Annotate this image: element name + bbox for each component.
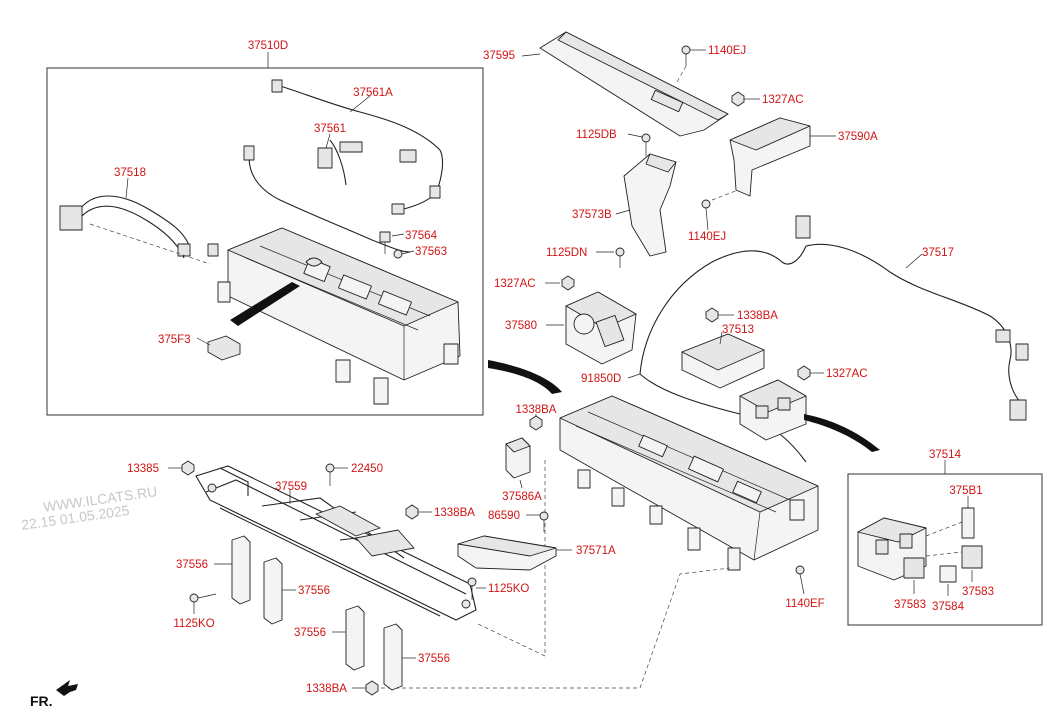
- nut-13385[interactable]: [181, 460, 195, 476]
- bolt-1125KO-right[interactable]: [467, 577, 477, 600]
- connector-37564[interactable]: [379, 231, 391, 254]
- label-22450[interactable]: 22450: [351, 463, 383, 475]
- nut-1338BA-bottom[interactable]: [365, 680, 379, 696]
- label-1140EF[interactable]: 1140EF: [785, 598, 824, 610]
- nut-1327AC-left[interactable]: [561, 275, 575, 291]
- duct-37571A[interactable]: [457, 535, 557, 571]
- label-37556-d[interactable]: 37556: [418, 653, 450, 665]
- relay-37583-b[interactable]: [961, 545, 983, 569]
- arrow-to-37514: [804, 414, 880, 452]
- front-direction-label: FR.: [30, 693, 53, 709]
- label-37573B[interactable]: 37573B: [572, 209, 612, 221]
- label-37518[interactable]: 37518: [114, 167, 146, 179]
- sensor-37586A[interactable]: [505, 437, 531, 479]
- bolt-1140EF[interactable]: [795, 565, 805, 575]
- label-1338BA-frame[interactable]: 1338BA: [434, 507, 475, 519]
- cover-37590A[interactable]: [729, 117, 811, 197]
- bracket-37573B[interactable]: [623, 153, 677, 257]
- label-37561[interactable]: 37561: [314, 123, 346, 135]
- module-37580[interactable]: [565, 291, 637, 365]
- bolt-1140EJ-mid[interactable]: [701, 199, 711, 209]
- bracket-37556-b[interactable]: [263, 557, 283, 625]
- label-37513[interactable]: 37513: [722, 324, 754, 336]
- bracket-37556-a[interactable]: [231, 535, 251, 605]
- bracket-37556-c[interactable]: [345, 605, 365, 671]
- battery-pack-assembly-main[interactable]: [559, 395, 819, 571]
- label-37571A[interactable]: 37571A: [576, 545, 616, 557]
- label-37556-a[interactable]: 37556: [176, 559, 208, 571]
- label-37590A[interactable]: 37590A: [838, 131, 878, 143]
- label-37561A[interactable]: 37561A: [353, 87, 393, 99]
- label-37580[interactable]: 37580: [505, 320, 537, 332]
- bolt-22450[interactable]: [325, 463, 335, 486]
- front-arrow-icon: [56, 680, 78, 696]
- label-1338BA-left[interactable]: 1338BA: [516, 404, 557, 416]
- battery-pack-assembly-upper[interactable]: [217, 227, 461, 405]
- bolt-1125DN[interactable]: [615, 247, 625, 268]
- harness-37518[interactable]: [59, 195, 219, 259]
- bolt-1140EJ-top[interactable]: [681, 45, 691, 66]
- label-37514[interactable]: 37514: [929, 449, 962, 461]
- bolt-1125KO-left[interactable]: [189, 593, 199, 614]
- label-37586A[interactable]: 37586A: [502, 491, 542, 503]
- label-37595[interactable]: 37595: [483, 50, 515, 62]
- relay-375B1[interactable]: [961, 507, 975, 539]
- label-1327AC-right[interactable]: 1327AC: [826, 368, 868, 380]
- relay-37583-a[interactable]: [903, 557, 925, 579]
- label-1327AC-top[interactable]: 1327AC: [762, 94, 804, 106]
- detail-box-37510D: [46, 67, 484, 416]
- label-1125DB[interactable]: 1125DB: [576, 129, 617, 141]
- bms-module-37513[interactable]: [681, 333, 765, 389]
- label-37583-a[interactable]: 37583: [894, 599, 926, 611]
- relay-block-assembly[interactable]: [739, 379, 807, 441]
- label-1125KO-left[interactable]: 1125KO: [173, 618, 214, 630]
- label-13385[interactable]: 13385: [127, 463, 159, 475]
- nut-1338BA-frame[interactable]: [405, 504, 419, 520]
- label-37559[interactable]: 37559: [275, 481, 307, 493]
- cover-37595[interactable]: [539, 31, 729, 137]
- frame-37559[interactable]: [195, 465, 477, 621]
- wiring-harness-37561A[interactable]: [243, 79, 444, 253]
- relay-37584[interactable]: [939, 565, 957, 583]
- ref-line-2: [374, 567, 731, 689]
- label-91850D[interactable]: 91850D: [581, 373, 621, 385]
- bolt-37563[interactable]: [393, 249, 403, 259]
- label-86590[interactable]: 86590: [488, 510, 520, 522]
- label-37583-b[interactable]: 37583: [962, 586, 994, 598]
- label-37510D[interactable]: 37510D: [248, 40, 288, 52]
- ref-line-1: [477, 460, 546, 657]
- nut-1338BA-left[interactable]: [529, 415, 543, 431]
- nut-1327AC-top[interactable]: [731, 91, 745, 107]
- label-1140EJ-top[interactable]: 1140EJ: [708, 45, 746, 57]
- fuse-375F3[interactable]: [207, 335, 241, 361]
- label-1338BA-mid[interactable]: 1338BA: [737, 310, 778, 322]
- label-37584[interactable]: 37584: [932, 601, 965, 613]
- label-37564[interactable]: 37564: [405, 230, 438, 242]
- label-375F3[interactable]: 375F3: [158, 334, 191, 346]
- bracket-37556-d[interactable]: [383, 623, 403, 691]
- label-37556-c[interactable]: 37556: [294, 627, 326, 639]
- label-37556-b[interactable]: 37556: [298, 585, 330, 597]
- label-1338BA-bottom[interactable]: 1338BA: [306, 683, 347, 695]
- label-1140EJ-mid[interactable]: 1140EJ: [688, 231, 726, 243]
- label-37517[interactable]: 37517: [922, 247, 954, 259]
- bolt-86590[interactable]: [539, 511, 549, 532]
- harness-37517[interactable]: [639, 215, 1029, 463]
- label-1327AC-left[interactable]: 1327AC: [494, 278, 536, 290]
- label-375B1[interactable]: 375B1: [949, 485, 982, 497]
- label-1125DN[interactable]: 1125DN: [546, 247, 587, 259]
- label-1125KO-right[interactable]: 1125KO: [488, 583, 529, 595]
- nut-1338BA-mid[interactable]: [705, 307, 719, 323]
- nut-1327AC-right[interactable]: [797, 365, 811, 381]
- bolt-1125DB[interactable]: [641, 133, 651, 156]
- label-37563[interactable]: 37563: [415, 246, 447, 258]
- arrow-to-main-pack: [488, 360, 562, 394]
